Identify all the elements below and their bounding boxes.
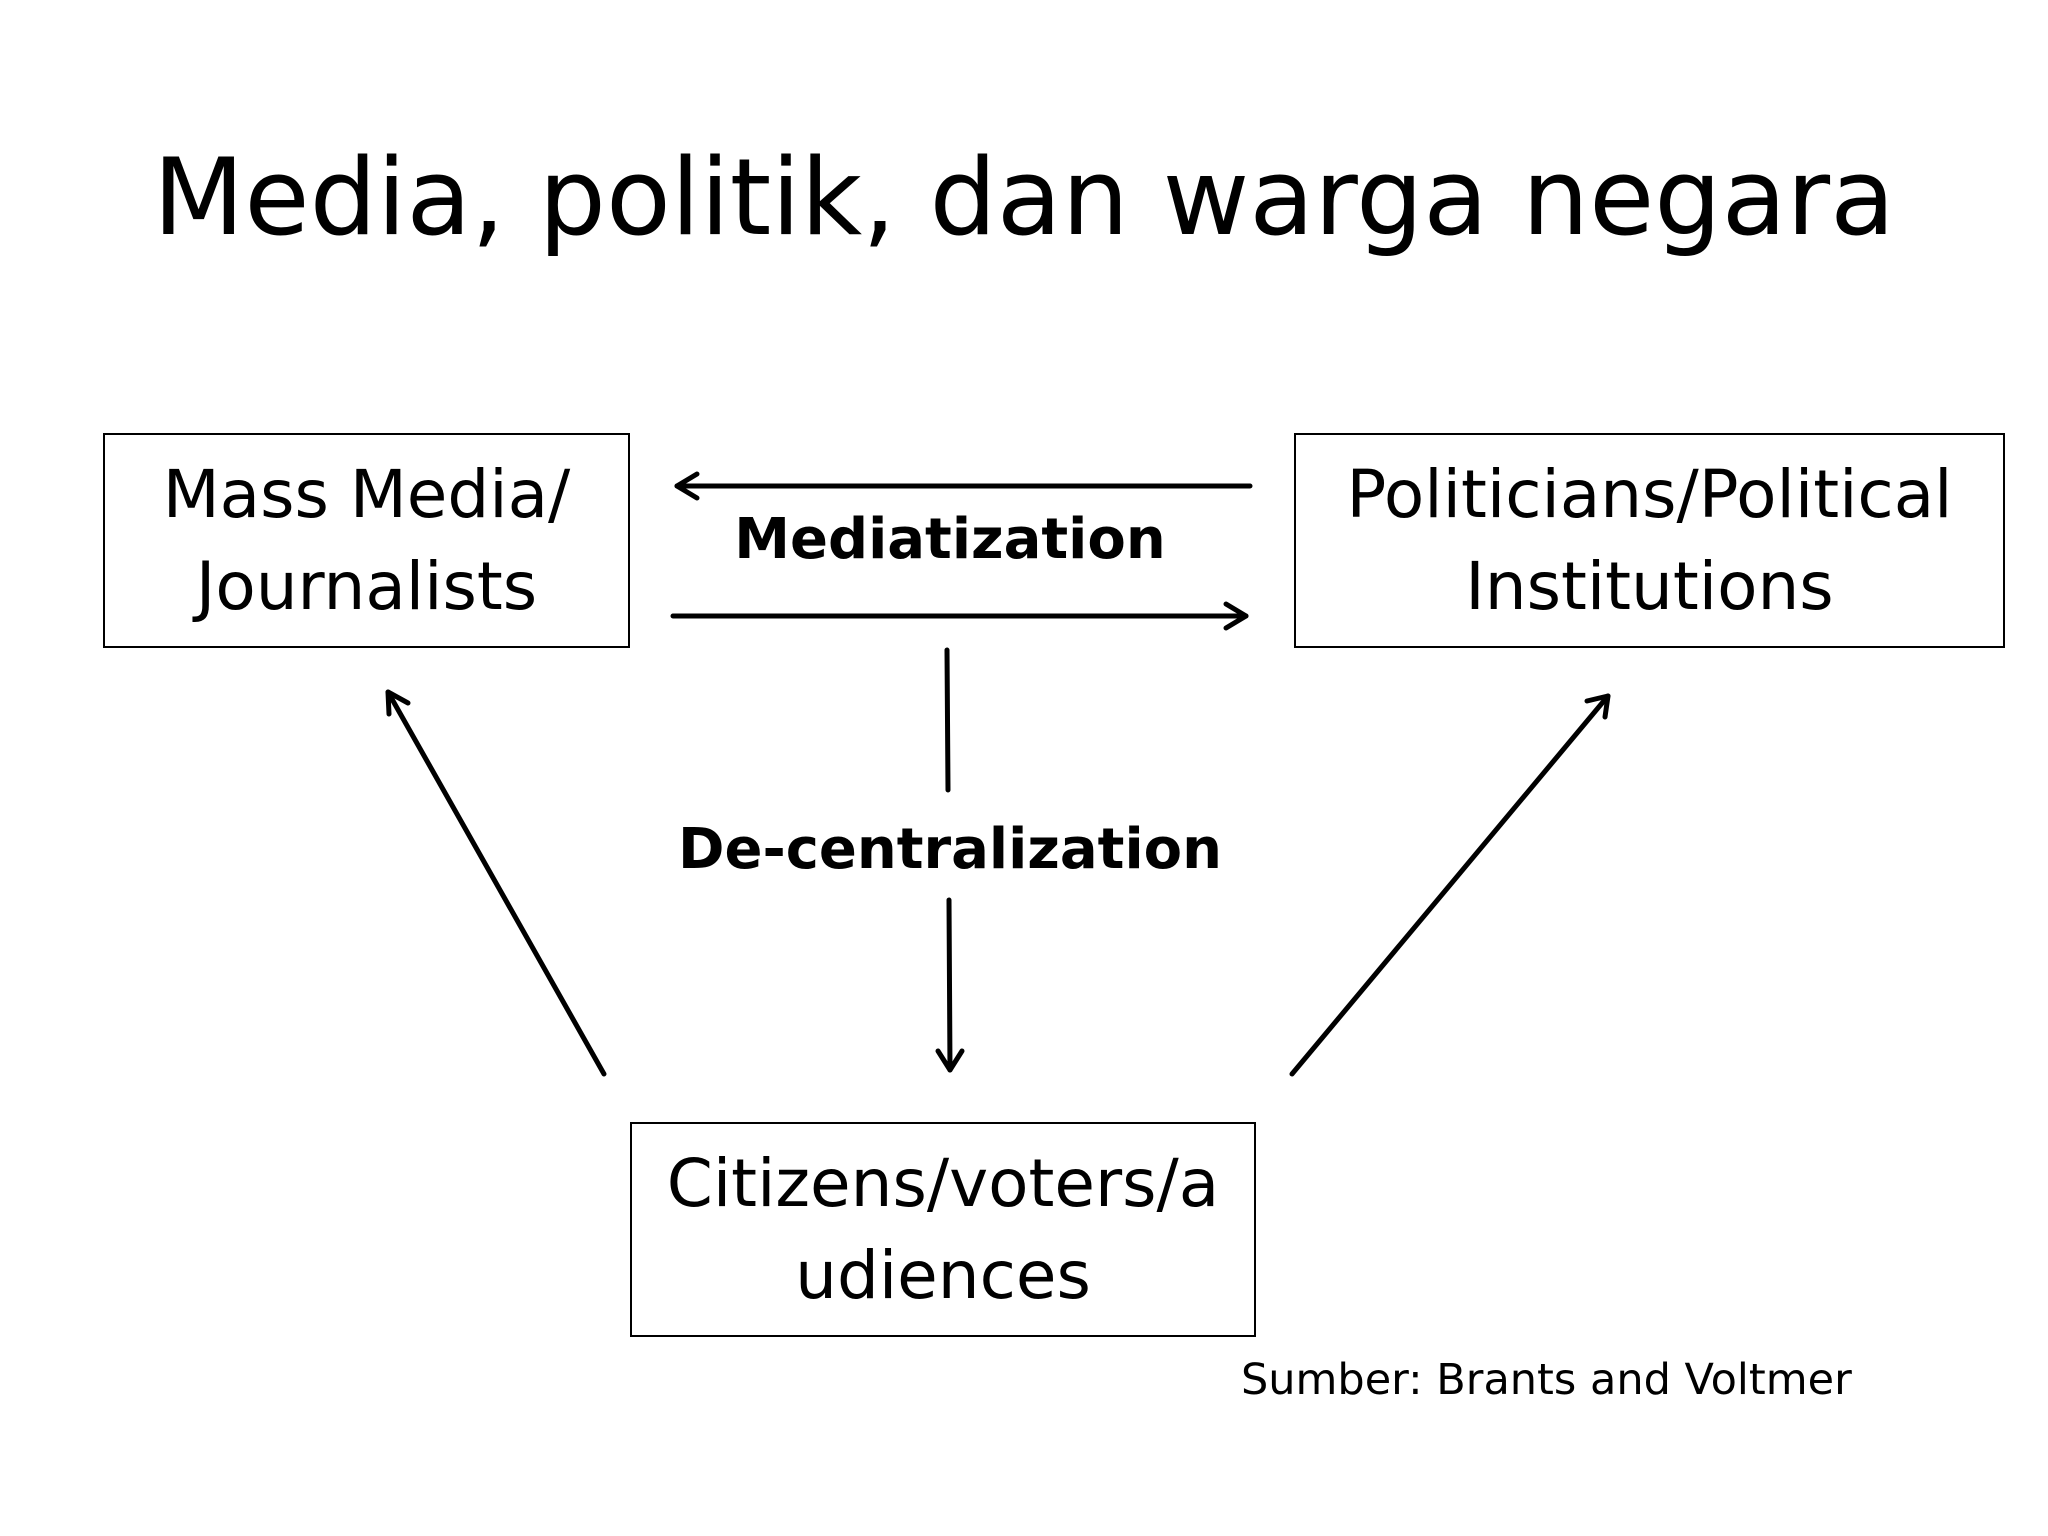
arrow-citizens-to-media	[385, 689, 607, 1077]
node-label: Mass Media/ Journalists	[163, 449, 571, 633]
node-label: Politicians/Political Institutions	[1346, 449, 1952, 633]
node-citizens-voters-audiences: Citizens/voters/a udiences	[630, 1122, 1256, 1337]
node-label-line: Citizens/voters/a	[666, 1144, 1220, 1222]
node-label-line: Mass Media/	[162, 455, 571, 533]
node-label-line: udiences	[795, 1236, 1091, 1314]
edge-label-mediatization: Mediatization	[734, 507, 1166, 572]
edge-label-decentralization: De-centralization	[677, 817, 1222, 882]
arrow-politicians-to-media	[674, 471, 1253, 501]
arrow-decentralization-to-citizens	[935, 897, 965, 1073]
node-label-line: Institutions	[1465, 547, 1834, 625]
slide-title: Media, politik, dan warga negara	[152, 136, 1896, 259]
node-label-line: Politicians/Political	[1346, 455, 1953, 533]
node-label: Citizens/voters/a udiences	[667, 1138, 1219, 1322]
arrow-citizens-to-politicians	[1289, 693, 1611, 1077]
node-mass-media-journalists: Mass Media/ Journalists	[103, 433, 630, 648]
node-politicians-institutions: Politicians/Political Institutions	[1294, 433, 2005, 648]
node-label-line: Journalists	[195, 547, 538, 625]
source-citation: Sumber: Brants and Voltmer	[1241, 1355, 1852, 1405]
arrow-decentralization-top-segment	[944, 647, 951, 793]
arrow-media-to-politicians	[670, 601, 1249, 631]
